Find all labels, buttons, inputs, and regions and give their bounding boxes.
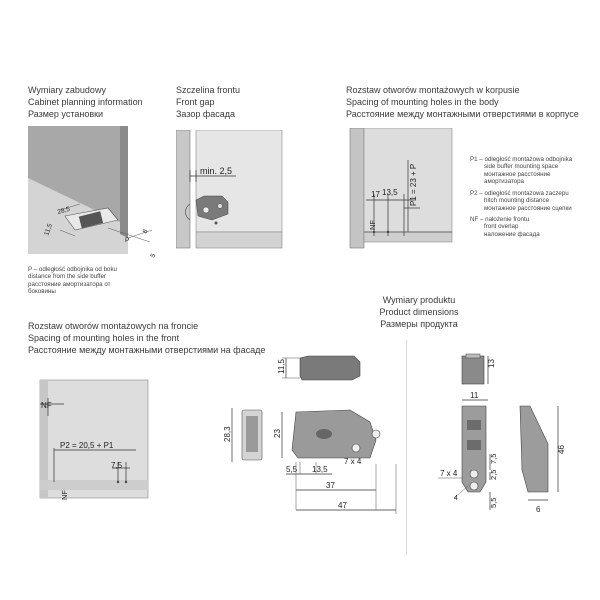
label-13: 13 <box>487 359 496 368</box>
label-13-5-side: 13,5 <box>312 465 328 474</box>
label-5: 5 <box>149 252 157 259</box>
label-7x4: 7 x 4 <box>344 457 362 466</box>
front-gap-drawing: min. 2,5 <box>176 130 283 249</box>
front-gap-title: Szczelina frontu Front gap Зазор фасада <box>176 85 241 119</box>
divider <box>406 340 407 555</box>
label-p2: P2 = 20,5 + P1 <box>60 441 114 450</box>
label-5-5: 5,5 <box>286 465 298 474</box>
label-11-5: 11,5 <box>43 222 54 236</box>
label-46: 46 <box>557 445 566 454</box>
label-7-5-front: 7,5 <box>111 461 123 470</box>
cabinet-drawing: 28,5 11,5 8 P 5 <box>28 126 158 259</box>
label-2-5: 2,5 <box>489 470 498 480</box>
label-11-5-side: 11,5 <box>277 358 286 374</box>
note-p1: P1 – odległość montażowa odbojnika side … <box>470 156 573 186</box>
label-4: 4 <box>454 495 458 502</box>
front-holes-title: Rozstaw otworów montażowych na froncie S… <box>28 321 266 355</box>
label-28-5: 28,5 <box>57 206 71 216</box>
label-13-5: 13,5 <box>382 188 398 197</box>
product-title: Wymiary produktu Product dimensions Разм… <box>379 295 459 329</box>
product-side-view: 11,5 28,3 23 5,5 13,5 7 x 4 37 47 <box>223 355 397 514</box>
label-17: 17 <box>371 190 380 199</box>
label-5-5-front: 5,5 <box>489 498 498 508</box>
label-47: 47 <box>338 501 347 510</box>
cabinet-title: Wymiary zabudowy Cabinet planning inform… <box>28 85 143 119</box>
label-7-5-product: 7,5 <box>489 454 498 464</box>
label-28-3: 28,3 <box>223 426 232 442</box>
body-holes-drawing: 17 13,5 P1 = 23 + P NF <box>349 128 453 249</box>
label-min-gap: min. 2,5 <box>200 166 232 176</box>
note-nf: NF – nałożenie frontu front overlap нало… <box>470 216 540 238</box>
label-nf: NF <box>368 220 377 230</box>
label-8: 8 <box>142 228 150 235</box>
label-11: 11 <box>470 391 479 400</box>
label-6: 6 <box>536 505 541 514</box>
label-23: 23 <box>273 429 282 438</box>
product-front-view: 13 11 7,5 2,5 46 7 x 4 4 5,5 6 <box>438 353 566 514</box>
label-nf-bottom: NF <box>60 490 69 500</box>
body-holes-title: Rozstaw otworów montażowych w korpusie S… <box>346 85 579 119</box>
note-p: P – odległość odbojnika od boku distance… <box>28 266 117 296</box>
label-p: P <box>125 237 129 244</box>
label-nf-top: NF <box>41 401 52 410</box>
label-7x4-front: 7 x 4 <box>440 469 458 478</box>
label-37: 37 <box>326 481 335 490</box>
front-holes-drawing: NF P2 = 20,5 + P1 7,5 NF <box>39 379 149 500</box>
label-p1: P1 = 23 + P <box>409 164 418 206</box>
note-p2: P2 – odległość montażowa zaczepu hitch m… <box>470 190 572 212</box>
